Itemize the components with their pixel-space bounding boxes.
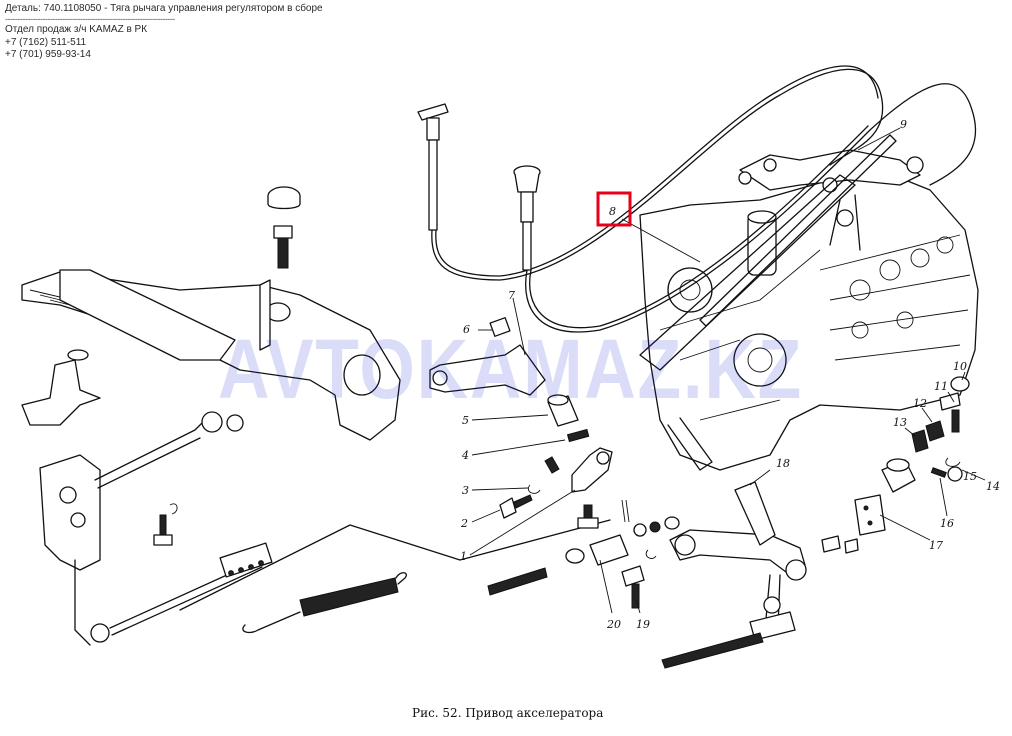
throttle-knob bbox=[513, 165, 541, 271]
stop-knob bbox=[417, 103, 449, 231]
accelerator-pedal bbox=[59, 269, 236, 361]
part-4-spring bbox=[566, 428, 590, 443]
bracket-bolt bbox=[153, 503, 178, 546]
part-title: Деталь: 740.1108050 - Тяга рычага управл… bbox=[5, 3, 323, 14]
callout-13: 13 bbox=[893, 416, 907, 429]
phone-1: +7 (7162) 511-511 bbox=[5, 36, 87, 48]
part-18-lever bbox=[661, 481, 807, 669]
lower-linkage bbox=[39, 411, 273, 646]
phone-2: +7 (701) 959-93-14 bbox=[5, 49, 91, 61]
callout-8-highlight-box bbox=[596, 191, 632, 227]
figure-caption: Рис. 52. Привод акселератора bbox=[412, 706, 603, 720]
callout-1: 1 bbox=[460, 550, 467, 563]
page-header: Деталь: 740.1108050 - Тяга рычага управл… bbox=[5, 3, 323, 62]
center-fasteners bbox=[565, 499, 680, 566]
callout-15: 15 bbox=[963, 470, 977, 483]
stop-cable-outer bbox=[435, 65, 879, 277]
callout-6: 6 bbox=[463, 323, 470, 336]
callout-17: 17 bbox=[929, 539, 943, 552]
lever-arm bbox=[667, 417, 713, 471]
manual-throttle-cable-outer bbox=[529, 125, 869, 329]
callout-4: 4 bbox=[461, 449, 469, 462]
callout-9: 9 bbox=[900, 118, 907, 131]
sales-department: Отдел продаж з/ч KAMAZ в РК bbox=[5, 24, 148, 36]
callout-2: 2 bbox=[460, 517, 468, 530]
callout-18: 18 bbox=[776, 457, 790, 470]
return-spring bbox=[242, 572, 407, 634]
long-rod bbox=[179, 519, 611, 611]
part-7-lever bbox=[429, 344, 546, 396]
right-fasteners bbox=[821, 376, 970, 554]
manual-throttle-cable bbox=[525, 83, 977, 333]
callout-5: 5 bbox=[462, 414, 469, 427]
part-19-bolt bbox=[621, 565, 645, 609]
part-2-bolt bbox=[499, 494, 533, 519]
callout-3: 3 bbox=[462, 484, 469, 497]
callout-12: 12 bbox=[913, 397, 927, 410]
leader-lines bbox=[469, 127, 986, 614]
callout-14: 14 bbox=[986, 480, 1000, 493]
watermark: AVTOKAMAZ.KZ bbox=[218, 322, 803, 416]
part-6-bushing bbox=[489, 317, 511, 337]
callout-10: 10 bbox=[953, 360, 967, 373]
floor-stop bbox=[21, 359, 101, 426]
part-3-clip bbox=[528, 484, 541, 494]
callout-20: 20 bbox=[606, 618, 621, 631]
control-rod bbox=[699, 134, 897, 327]
pedal-bolt bbox=[267, 186, 301, 269]
callout-7: 7 bbox=[508, 289, 515, 302]
callout-8: 8 bbox=[609, 205, 616, 218]
callout-19: 19 bbox=[636, 618, 650, 631]
callout-11: 11 bbox=[934, 380, 948, 393]
callout-16: 16 bbox=[940, 517, 954, 530]
stop-cable bbox=[431, 68, 884, 281]
throttle-rod bbox=[639, 174, 856, 371]
threaded-rod bbox=[487, 567, 548, 596]
header-separator: ----------------------------------------… bbox=[5, 14, 175, 25]
